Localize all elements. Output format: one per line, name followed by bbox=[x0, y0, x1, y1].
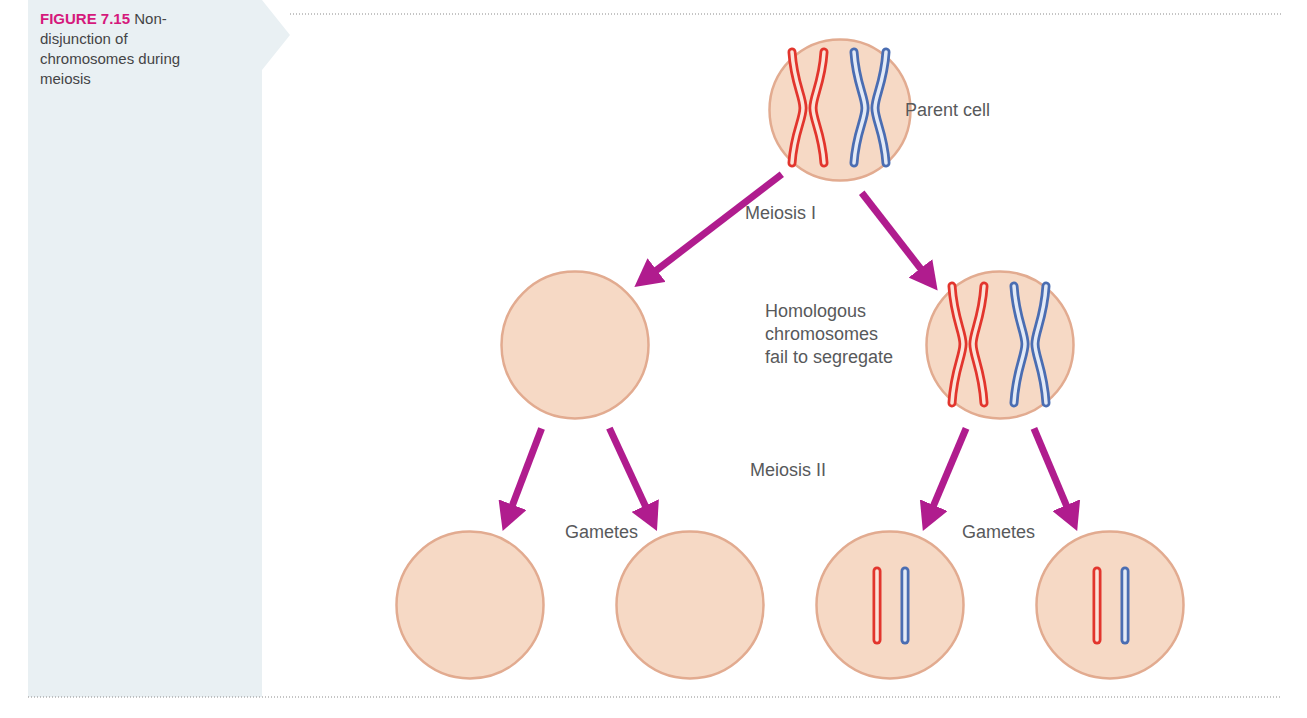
stage-label: Gametes bbox=[565, 521, 638, 543]
chromatid-core bbox=[1123, 571, 1127, 640]
chromatid-core bbox=[792, 52, 803, 163]
chromatid bbox=[1014, 286, 1025, 403]
figure-number: FIGURE 7.15 bbox=[40, 10, 130, 27]
red-chromosome bbox=[873, 571, 882, 640]
chromatid-core bbox=[875, 571, 879, 640]
chromatid bbox=[854, 52, 865, 163]
red-chromosome-x bbox=[792, 52, 824, 163]
dotted-rule bbox=[290, 14, 1282, 15]
chromatid-core bbox=[1035, 286, 1046, 403]
cell-body bbox=[1037, 532, 1184, 679]
cell-outline bbox=[1035, 530, 1185, 680]
chromatid-core bbox=[813, 52, 824, 163]
meiosis-arrow bbox=[1034, 428, 1068, 509]
chromatid-core bbox=[973, 286, 984, 403]
cell-body bbox=[770, 40, 911, 181]
cell-label: Homologous chromosomes fail to segregate bbox=[765, 300, 900, 369]
meiosis-arrow bbox=[653, 174, 782, 273]
cell-outline bbox=[395, 530, 545, 680]
stage-label: Meiosis II bbox=[750, 459, 826, 481]
cell-circle bbox=[815, 530, 965, 680]
cell-outline bbox=[925, 270, 1075, 420]
cell-outline bbox=[500, 270, 650, 420]
chromatid-core bbox=[952, 286, 963, 403]
cell-body bbox=[927, 272, 1074, 419]
chromatid bbox=[952, 286, 963, 403]
chromatid-core bbox=[903, 571, 907, 640]
blue-chromosome bbox=[1121, 571, 1130, 640]
cell-outline bbox=[815, 530, 965, 680]
single-chromosomes bbox=[877, 571, 1125, 640]
chromatid bbox=[1035, 286, 1046, 403]
chromatid-core bbox=[1095, 571, 1099, 640]
blue-chromosome-x bbox=[854, 52, 886, 163]
cell-circle: Homologous chromosomes fail to segregate bbox=[925, 270, 1075, 420]
cell-label: Parent cell bbox=[905, 99, 990, 122]
blue-chromosome bbox=[901, 571, 910, 640]
meiosis-arrow bbox=[862, 193, 924, 273]
chromatid bbox=[813, 52, 824, 163]
caption-panel bbox=[28, 0, 290, 697]
cell-circle bbox=[615, 530, 765, 680]
stage-label: Meiosis I bbox=[745, 202, 816, 224]
meiosis-arrow bbox=[932, 428, 966, 509]
dotted-rule bbox=[28, 697, 1282, 698]
chromatid-core bbox=[854, 52, 865, 163]
cell-body bbox=[502, 272, 649, 419]
chromatid bbox=[875, 52, 886, 163]
stage-label: Gametes bbox=[962, 521, 1035, 543]
red-chromosome-x bbox=[952, 286, 984, 403]
figure-caption: FIGURE 7.15 Non-disjunction of chromosom… bbox=[40, 9, 190, 89]
chromatid bbox=[792, 52, 803, 163]
cell-circle bbox=[1035, 530, 1185, 680]
spacer bbox=[130, 10, 134, 27]
chromatid-core bbox=[875, 52, 886, 163]
chromatid-core bbox=[1014, 286, 1025, 403]
cell-body bbox=[817, 532, 964, 679]
cell-body bbox=[397, 532, 544, 679]
cell-outline bbox=[615, 530, 765, 680]
cell-circle bbox=[500, 270, 650, 420]
cell-body bbox=[617, 532, 764, 679]
red-chromosome bbox=[1093, 571, 1102, 640]
meiosis-arrow bbox=[609, 428, 647, 510]
chromatid bbox=[973, 286, 984, 403]
blue-chromosome-x bbox=[1014, 286, 1046, 403]
meiosis-arrow bbox=[511, 429, 542, 510]
cell-circle bbox=[395, 530, 545, 680]
